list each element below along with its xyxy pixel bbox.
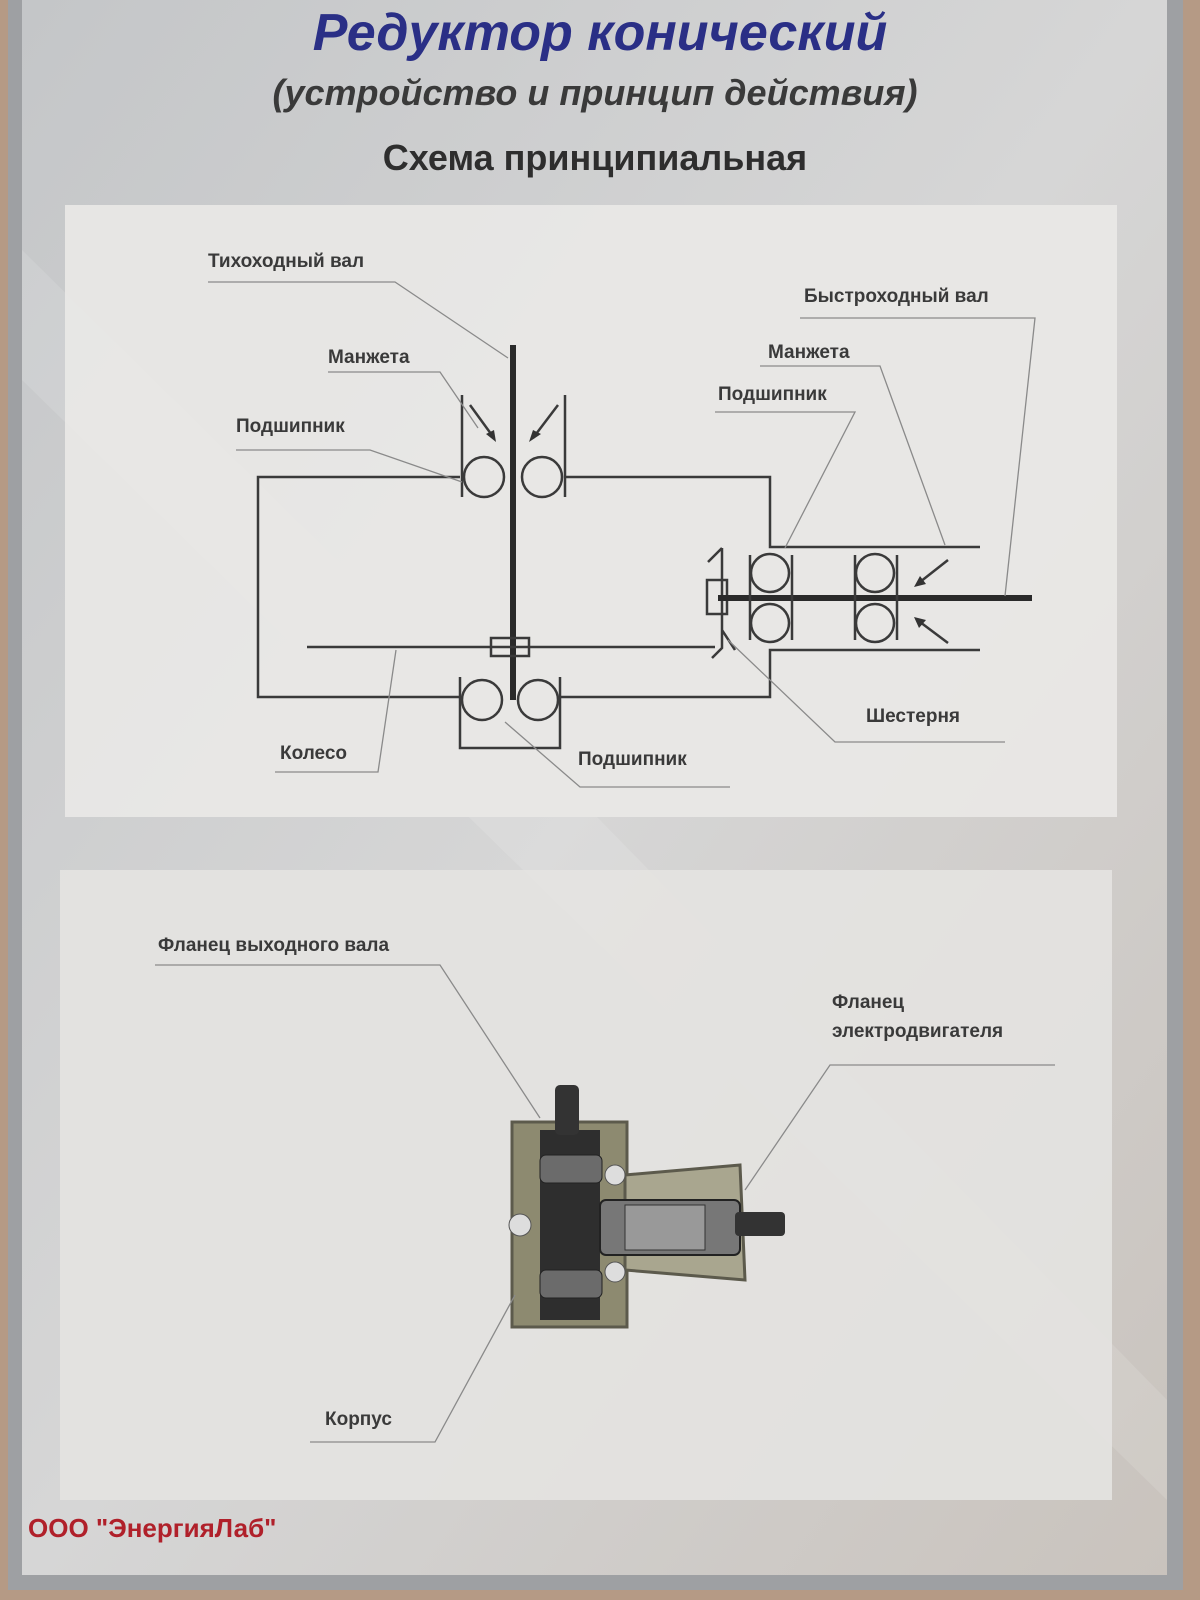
label-wheel: Колесо: [280, 743, 347, 764]
label-motor-flange-1: Фланец: [832, 992, 904, 1013]
gearbox-model: [155, 964, 1055, 1443]
label-seal-right: Манжета: [768, 342, 850, 363]
fast-seal-arrows: [914, 559, 949, 644]
label-fast-shaft: Быстроходный вал: [804, 286, 989, 307]
label-bearing-left: Подшипник: [236, 416, 345, 437]
schematic-panel: [65, 205, 1117, 817]
top-seal-arrows: [468, 404, 559, 442]
label-seal-left: Манжета: [328, 347, 410, 368]
label-bearing-bottom: Подшипник: [578, 749, 687, 770]
section-heading: Схема принципиальная: [383, 137, 807, 178]
company-name: ООО "ЭнергияЛаб": [28, 1513, 277, 1543]
label-slow-shaft: Тихоходный вал: [208, 251, 364, 272]
label-pinion: Шестерня: [866, 706, 960, 727]
label-housing: Корпус: [325, 1409, 392, 1430]
poster-subtitle: (устройство и принцип действия): [272, 72, 917, 113]
wheel-hub: [489, 636, 531, 658]
fast-shaft-bearings: [748, 552, 899, 644]
input-shaft: [735, 1212, 785, 1236]
bottom-bearing: [458, 677, 562, 750]
poster-title: Редуктор конический: [313, 4, 887, 62]
label-output-flange: Фланец выходного вала: [158, 935, 389, 956]
housing-outline: [256, 475, 980, 699]
kinematic-schematic: [208, 281, 1036, 788]
top-bearing: [460, 395, 567, 499]
label-bearing-right: Подшипник: [718, 384, 827, 405]
output-shaft: [555, 1085, 579, 1135]
label-motor-flange-2: электродвигателя: [832, 1021, 1003, 1042]
